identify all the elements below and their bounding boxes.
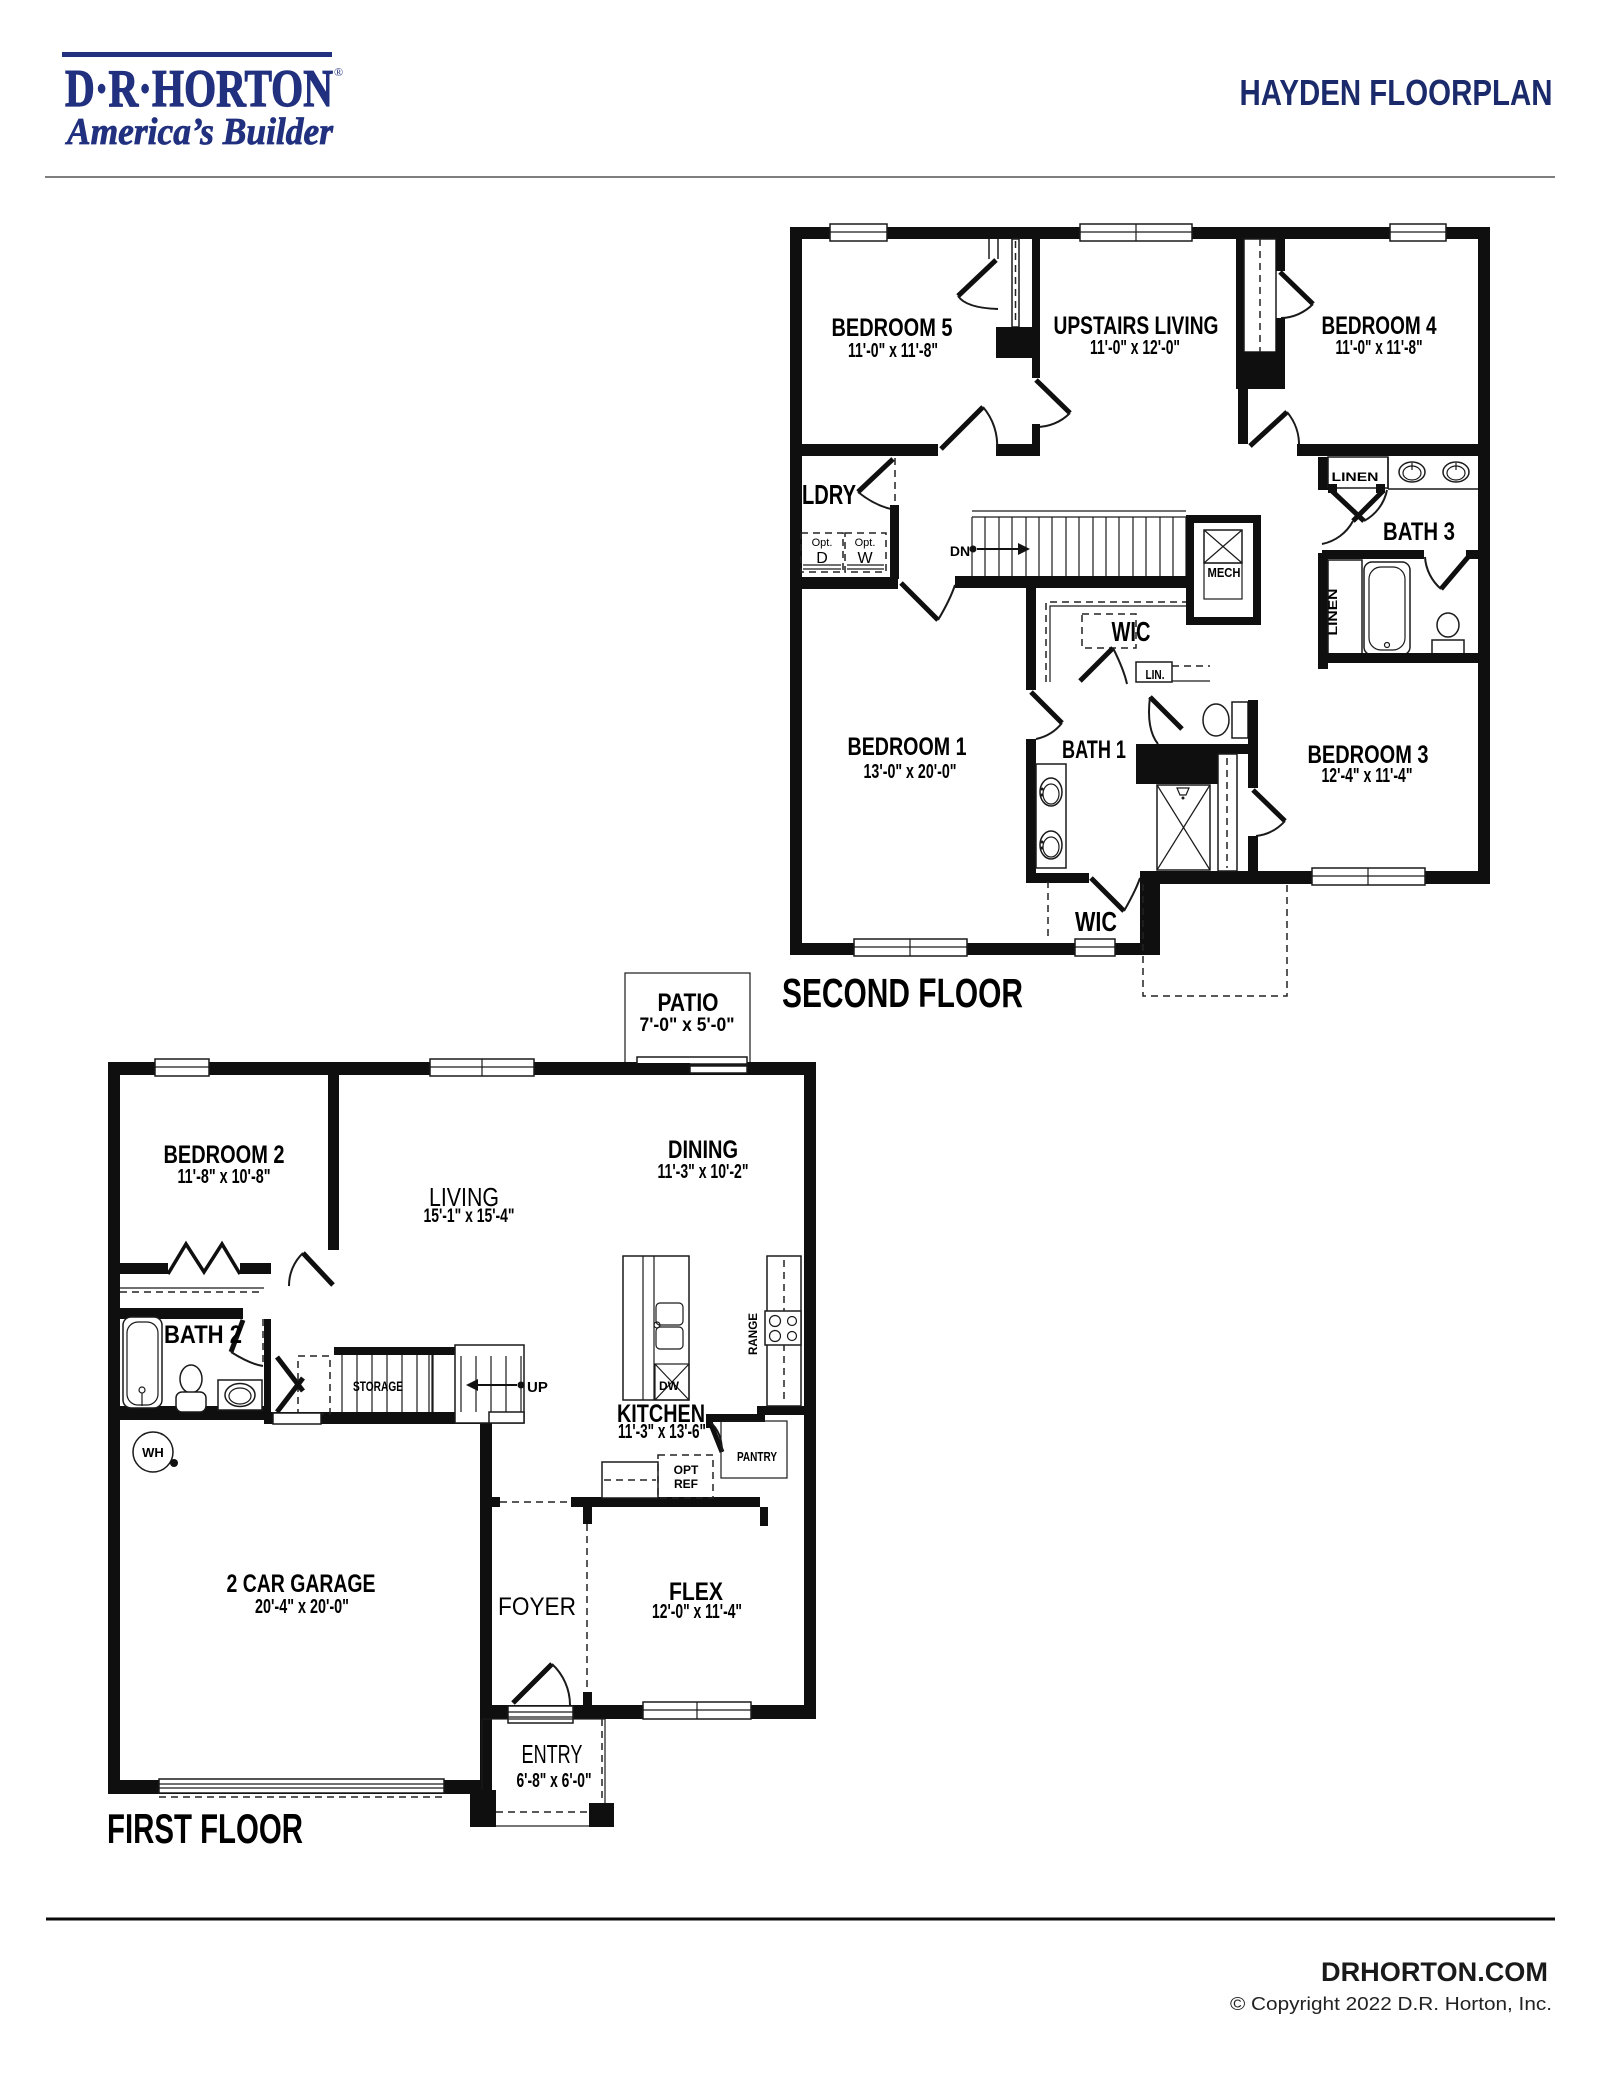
svg-text:OPT: OPT — [674, 1463, 699, 1477]
svg-text:11'-8" x 10'-8": 11'-8" x 10'-8" — [178, 1166, 271, 1188]
svg-text:Opt.: Opt. — [812, 537, 833, 549]
svg-text:WIC: WIC — [1112, 616, 1151, 647]
svg-text:20'-4" x 20'-0": 20'-4" x 20'-0" — [255, 1596, 349, 1618]
svg-text:BEDROOM 5: BEDROOM 5 — [832, 314, 953, 342]
svg-text:D·R·HORTON: D·R·HORTON — [65, 60, 333, 118]
svg-text:PATIO: PATIO — [658, 989, 719, 1017]
svg-text:FIRST FLOOR: FIRST FLOOR — [107, 1805, 303, 1852]
svg-text:6'-8" x 6'-0": 6'-8" x 6'-0" — [517, 1770, 592, 1792]
svg-text:LINEN: LINEN — [1332, 470, 1379, 484]
svg-text:BEDROOM 2: BEDROOM 2 — [164, 1141, 285, 1169]
svg-text:RANGE: RANGE — [746, 1313, 760, 1355]
svg-text:BATH 1: BATH 1 — [1062, 736, 1126, 764]
svg-text:UPSTAIRS LIVING: UPSTAIRS LIVING — [1054, 312, 1219, 340]
svg-text:7'-0" x 5'-0": 7'-0" x 5'-0" — [640, 1015, 735, 1036]
svg-text:D: D — [816, 550, 828, 567]
svg-text:WH: WH — [142, 1445, 164, 1460]
svg-text:Opt.: Opt. — [855, 537, 876, 549]
svg-text:BATH 2: BATH 2 — [164, 1321, 242, 1349]
svg-text:FLEX: FLEX — [669, 1578, 723, 1606]
svg-text:11'-3" x 13'-6": 11'-3" x 13'-6" — [618, 1421, 706, 1443]
svg-text:PANTRY: PANTRY — [737, 1449, 777, 1464]
svg-text:KITCHEN: KITCHEN — [617, 1400, 705, 1428]
svg-text:HAYDEN FLOORPLAN: HAYDEN FLOORPLAN — [1240, 72, 1553, 113]
svg-text:11'-0" x 12'-0": 11'-0" x 12'-0" — [1090, 337, 1180, 359]
svg-text:W: W — [857, 550, 873, 567]
svg-text:BEDROOM 3: BEDROOM 3 — [1308, 741, 1429, 769]
svg-text:DN: DN — [950, 543, 970, 559]
svg-text:®: ® — [334, 65, 343, 79]
svg-text:BEDROOM 1: BEDROOM 1 — [848, 733, 967, 761]
svg-text:11'-3" x 10'-2": 11'-3" x 10'-2" — [658, 1161, 749, 1183]
svg-text:LINEN: LINEN — [1326, 589, 1340, 636]
svg-text:FOYER: FOYER — [498, 1593, 576, 1621]
svg-text:WIC: WIC — [1075, 906, 1117, 937]
svg-text:11'-0" x 11'-8": 11'-0" x 11'-8" — [1336, 337, 1423, 359]
svg-text:ENTRY: ENTRY — [522, 1739, 583, 1769]
svg-text:America’s Builder: America’s Builder — [65, 111, 334, 153]
svg-text:2 CAR GARAGE: 2 CAR GARAGE — [227, 1570, 376, 1598]
svg-text:BATH 3: BATH 3 — [1383, 518, 1455, 546]
svg-text:LIVING: LIVING — [429, 1182, 499, 1212]
svg-text:STORAGE: STORAGE — [353, 1378, 403, 1394]
svg-text:© Copyright 2022 D.R. Horton,: © Copyright 2022 D.R. Horton, Inc. — [1230, 1994, 1552, 2014]
svg-text:15'-1" x 15'-4": 15'-1" x 15'-4" — [424, 1206, 515, 1227]
svg-text:12'-4" x 11'-4": 12'-4" x 11'-4" — [1322, 765, 1413, 787]
svg-text:12'-0" x 11'-4": 12'-0" x 11'-4" — [652, 1601, 742, 1623]
svg-text:UP: UP — [527, 1379, 548, 1396]
svg-text:13'-0" x 20'-0": 13'-0" x 20'-0" — [864, 761, 957, 783]
svg-text:11'-0" x 11'-8": 11'-0" x 11'-8" — [848, 340, 938, 362]
svg-text:DINING: DINING — [668, 1136, 738, 1164]
svg-text:LIN.: LIN. — [1146, 667, 1165, 682]
svg-text:BEDROOM 4: BEDROOM 4 — [1322, 312, 1437, 340]
svg-text:LDRY: LDRY — [802, 479, 856, 510]
svg-text:REF: REF — [674, 1477, 698, 1491]
svg-text:SECOND FLOOR: SECOND FLOOR — [782, 970, 1023, 1016]
svg-text:DW: DW — [659, 1379, 680, 1393]
svg-text:DRHORTON.COM: DRHORTON.COM — [1321, 1957, 1548, 1987]
svg-text:MECH: MECH — [1208, 565, 1241, 580]
